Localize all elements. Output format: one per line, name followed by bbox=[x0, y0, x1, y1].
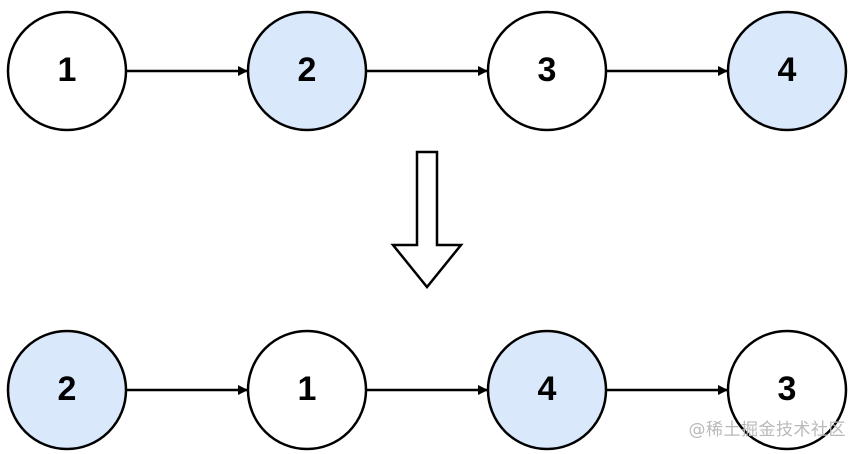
before-node-label: 3 bbox=[538, 51, 557, 89]
after-node: 4 bbox=[486, 329, 608, 451]
before-node-circle bbox=[486, 10, 608, 132]
after-node: 1 bbox=[246, 329, 368, 451]
before-node-label: 2 bbox=[298, 51, 317, 89]
before-node-circle bbox=[6, 10, 128, 132]
watermark: @稀土掘金技术社区 bbox=[688, 420, 846, 440]
before-node: 3 bbox=[486, 10, 608, 132]
before-node-circle bbox=[726, 10, 848, 132]
before-node: 1 bbox=[6, 10, 128, 132]
before-list: 1 2 3 4 bbox=[6, 10, 848, 132]
after-node-circle bbox=[486, 329, 608, 451]
down-hollow-arrow-icon bbox=[390, 150, 464, 289]
before-node-label: 1 bbox=[58, 51, 77, 89]
after-node-label: 4 bbox=[538, 370, 557, 408]
before-node: 2 bbox=[246, 10, 368, 132]
after-node-circle bbox=[246, 329, 368, 451]
after-node-circle bbox=[726, 329, 848, 451]
before-node-label: 4 bbox=[778, 51, 797, 89]
after-node-label: 3 bbox=[778, 370, 797, 408]
after-list: 2 1 4 3 bbox=[6, 329, 848, 451]
after-node-circle bbox=[6, 329, 128, 451]
after-node-label: 1 bbox=[298, 370, 317, 408]
before-node: 4 bbox=[726, 10, 848, 132]
after-node: 3 bbox=[726, 329, 848, 451]
before-node-circle bbox=[246, 10, 368, 132]
after-node: 2 bbox=[6, 329, 128, 451]
after-node-label: 2 bbox=[58, 370, 77, 408]
